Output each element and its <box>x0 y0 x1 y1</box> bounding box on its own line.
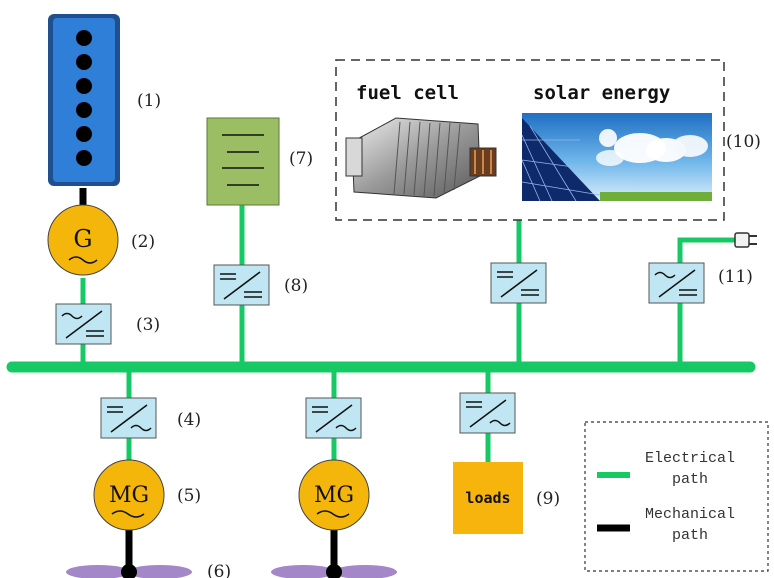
loads-label: (9) <box>536 489 560 509</box>
solar-panel-image <box>521 113 712 202</box>
generator: G <box>47 204 119 276</box>
renewables-group-box <box>335 59 725 221</box>
loads-block: loads <box>453 462 523 534</box>
dcdc-converter-renewables <box>490 262 547 304</box>
solar-energy-title: solar energy <box>533 82 670 104</box>
rectifier-ac-dc <box>55 303 112 345</box>
generator-letter: G <box>73 225 92 253</box>
battery-label: (7) <box>289 149 313 169</box>
motor-generator-left-text: MG <box>109 483 149 508</box>
fuel-cell-title: fuel cell <box>356 82 459 104</box>
motor-generator-right-text: MG <box>314 483 354 508</box>
shore-power-label: (11) <box>718 267 753 287</box>
dcdc-converter-battery <box>213 264 270 306</box>
electrical-lines <box>80 205 735 475</box>
rectifier-label: (3) <box>136 315 160 335</box>
battery <box>206 117 280 206</box>
shore-power-plug-icon <box>734 232 757 248</box>
engine <box>48 14 120 186</box>
loads-text: loads <box>465 489 510 507</box>
generator-label: (2) <box>131 232 155 252</box>
propeller-left <box>66 564 192 578</box>
motor-generator-right: MG <box>298 459 370 531</box>
inverter-right <box>305 397 362 439</box>
fuel-cell-image <box>344 116 504 200</box>
inverter-label: (4) <box>177 410 201 430</box>
dcdc-label: (8) <box>284 276 308 296</box>
motor-generator-left: MG <box>93 459 165 531</box>
inverter-left <box>100 397 157 439</box>
motor-generator-label: (5) <box>177 486 201 506</box>
inverter-loads <box>459 392 516 434</box>
propeller-right <box>271 564 397 578</box>
renewables-label: (10) <box>726 132 761 152</box>
engine-label: (1) <box>137 91 161 111</box>
propeller-label: (6) <box>207 562 231 578</box>
ac-dc-converter-shore <box>648 262 705 304</box>
